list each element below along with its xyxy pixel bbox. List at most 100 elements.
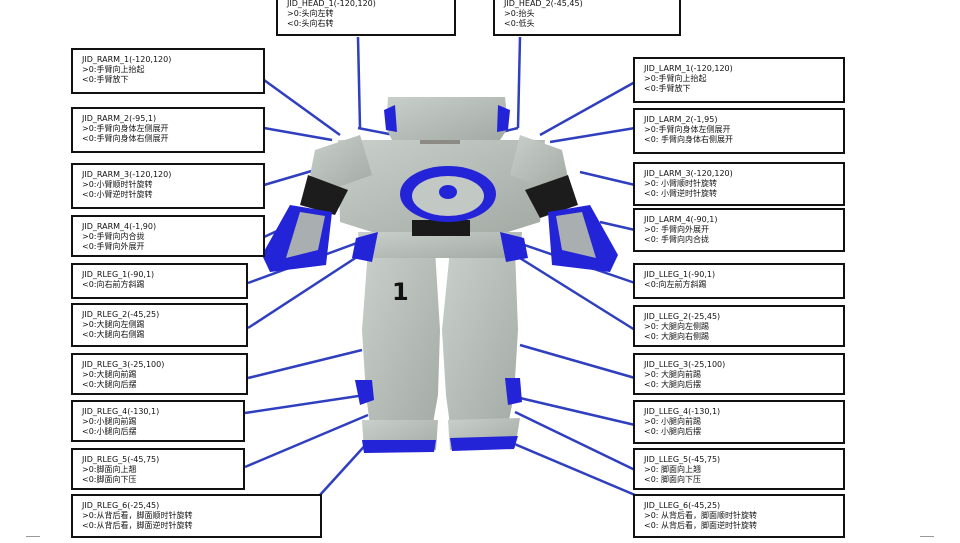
joint-description: <0: 小腿向后摆	[644, 427, 834, 437]
joint-box-rleg-4: JID_RLEG_4(-130,1)>0:小腿向前踢<0:小腿向后摆	[71, 400, 245, 442]
head-side-accent-l	[497, 105, 510, 132]
leader-rarm-2	[264, 128, 332, 140]
joint-box-lleg-6: JID_LLEG_6(-45,25)>0: 从背后看，脚面顺时针旋转<0: 从背…	[633, 494, 845, 538]
joint-box-head-1: JID_HEAD_1(-120,120)>0:头向左转<0:头向右转	[276, 0, 456, 36]
joint-description: >0: 脚面向上翘	[644, 465, 834, 475]
joint-description: <0: 脚面向下压	[644, 475, 834, 485]
joint-box-rleg-5: JID_RLEG_5(-45,75)>0:脚面向上翘<0:脚面向下压	[71, 448, 245, 490]
joint-box-rarm-2: JID_RARM_2(-95,1)>0:手臂向身体左侧展开<0:手臂向身体右侧展…	[71, 107, 265, 153]
joint-title: JID_LLEG_6(-45,25)	[644, 501, 834, 511]
leader-head-1	[358, 37, 360, 128]
joint-title: JID_RLEG_5(-45,75)	[82, 455, 234, 465]
joint-description: >0: 手臂向外展开	[644, 225, 834, 235]
waist-band	[412, 220, 470, 236]
joint-title: JID_LLEG_5(-45,75)	[644, 455, 834, 465]
joint-title: JID_RLEG_3(-25,100)	[82, 360, 237, 370]
joint-description: >0:手臂向身体左侧展开	[644, 125, 834, 135]
joint-title: JID_LARM_1(-120,120)	[644, 64, 834, 74]
joint-description: >0: 小腿向前踢	[644, 417, 834, 427]
head-side-accent-r	[384, 105, 397, 132]
joint-description: <0:手臂向身体右侧展开	[82, 134, 254, 144]
joint-box-rleg-3: JID_RLEG_3(-25,100)>0:大腿向前踢<0:大腿向后摆	[71, 353, 248, 395]
head	[386, 97, 508, 140]
leader-rarm-1	[264, 80, 340, 135]
joint-description: >0:大腿向前踢	[82, 370, 237, 380]
joint-description: <0:小腿向后摆	[82, 427, 234, 437]
joint-title: JID_LARM_3(-120,120)	[644, 169, 834, 179]
joint-description: >0:大腿向左侧踢	[82, 320, 237, 330]
joint-description: >0: 大腿向前踢	[644, 370, 834, 380]
joint-box-head-2: JID_HEAD_2(-45,45)>0:抬头<0:低头	[493, 0, 681, 36]
joint-description: <0: 小臂逆时针旋转	[644, 189, 834, 199]
joint-description: >0: 大腿向左侧踢	[644, 322, 834, 332]
joint-description: <0: 大腿向右侧踢	[644, 332, 834, 342]
joint-description: <0:低头	[504, 19, 670, 29]
joint-description: <0:头向右转	[287, 19, 445, 29]
joint-title: JID_HEAD_2(-45,45)	[504, 0, 670, 9]
joint-description: >0:小臂顺时针旋转	[82, 180, 254, 190]
joint-title: JID_RLEG_4(-130,1)	[82, 407, 234, 417]
joint-description: <0:向左前方斜踢	[644, 280, 834, 290]
joint-title: JID_RARM_4(-1,90)	[82, 222, 254, 232]
robot-body: 1	[262, 97, 618, 453]
leader-lleg-4	[520, 398, 635, 425]
leader-rleg-6	[320, 440, 370, 495]
right-foot-sole	[362, 440, 436, 453]
joint-description: >0:手臂向内合拢	[82, 232, 254, 242]
joint-description: >0:小腿向前踢	[82, 417, 234, 427]
joint-description: >0:脚面向上翘	[82, 465, 234, 475]
joint-description: >0: 小臂顺时针旋转	[644, 179, 834, 189]
joint-title: JID_LLEG_3(-25,100)	[644, 360, 834, 370]
joint-box-larm-2: JID_LARM_2(-1,95)>0:手臂向身体左侧展开<0: 手臂向身体右侧…	[633, 108, 845, 154]
joint-description: >0:手臂向上抬起	[644, 74, 834, 84]
joint-description: >0:头向左转	[287, 9, 445, 19]
joint-title: JID_RARM_1(-120,120)	[82, 55, 254, 65]
joint-description: >0: 从背后看，脚面顺时针旋转	[644, 511, 834, 521]
joint-description: >0:手臂向身体左侧展开	[82, 124, 254, 134]
joint-box-rarm-3: JID_RARM_3(-120,120)>0:小臂顺时针旋转<0:小臂逆时针旋转	[71, 163, 265, 209]
joint-description: <0: 大腿向后摆	[644, 380, 834, 390]
joint-title: JID_HEAD_1(-120,120)	[287, 0, 445, 9]
left-leg	[442, 250, 518, 440]
joint-title: JID_RLEG_2(-45,25)	[82, 310, 237, 320]
joint-box-lleg-2: JID_LLEG_2(-25,45)>0: 大腿向左侧踢<0: 大腿向右侧踢	[633, 305, 845, 347]
joint-description: >0:抬头	[504, 9, 670, 19]
joint-box-rarm-4: JID_RARM_4(-1,90)>0:手臂向内合拢<0:手臂向外展开	[71, 215, 265, 257]
joint-description: <0: 手臂向内合拢	[644, 235, 834, 245]
leader-lleg-6	[505, 440, 635, 495]
leader-rleg-4	[245, 395, 365, 413]
joint-title: JID_RARM_2(-95,1)	[82, 114, 254, 124]
chest-number: 1	[392, 278, 409, 306]
left-foot-sole	[450, 436, 518, 451]
joint-box-larm-4: JID_LARM_4(-90,1)>0: 手臂向外展开<0: 手臂向内合拢	[633, 208, 845, 252]
chest-dot	[439, 185, 457, 199]
leader-larm-4	[600, 222, 635, 230]
joint-description: <0: 手臂向身体右侧展开	[644, 135, 834, 145]
joint-title: JID_RLEG_1(-90,1)	[82, 270, 237, 280]
joint-title: JID_LARM_2(-1,95)	[644, 115, 834, 125]
leader-head-2	[518, 37, 520, 128]
leader-larm-2	[550, 128, 635, 142]
joint-description: <0:手臂向外展开	[82, 242, 254, 252]
joint-box-lleg-1: JID_LLEG_1(-90,1)<0:向左前方斜踢	[633, 263, 845, 299]
joint-description: <0:从背后看，脚面逆时针旋转	[82, 521, 311, 531]
leader-rleg-5	[245, 415, 368, 467]
leader-larm-3	[580, 172, 635, 185]
joint-title: JID_LLEG_2(-25,45)	[644, 312, 834, 322]
joint-title: JID_RARM_3(-120,120)	[82, 170, 254, 180]
joint-box-lleg-5: JID_LLEG_5(-45,75)>0: 脚面向上翘<0: 脚面向下压	[633, 448, 845, 490]
joint-description: >0:手臂向上抬起	[82, 65, 254, 75]
joint-box-rleg-2: JID_RLEG_2(-45,25)>0:大腿向左侧踢<0:大腿向右侧踢	[71, 303, 248, 347]
joint-box-rarm-1: JID_RARM_1(-120,120)>0:手臂向上抬起<0:手臂放下	[71, 48, 265, 94]
joint-title: JID_RLEG_6(-25,45)	[82, 501, 311, 511]
joint-description: >0:从背后看，脚面顺时针旋转	[82, 511, 311, 521]
joint-description: <0:手臂放下	[82, 75, 254, 85]
joint-box-rleg-1: JID_RLEG_1(-90,1)<0:向右前方斜踢	[71, 263, 248, 299]
joint-description: <0:手臂放下	[644, 84, 834, 94]
joint-box-larm-1: JID_LARM_1(-120,120)>0:手臂向上抬起<0:手臂放下	[633, 57, 845, 103]
leader-larm-1	[540, 82, 635, 135]
joint-box-lleg-3: JID_LLEG_3(-25,100)>0: 大腿向前踢<0: 大腿向后摆	[633, 353, 845, 395]
joint-title: JID_LARM_4(-90,1)	[644, 215, 834, 225]
joint-box-larm-3: JID_LARM_3(-120,120)>0: 小臂顺时针旋转<0: 小臂逆时针…	[633, 162, 845, 206]
